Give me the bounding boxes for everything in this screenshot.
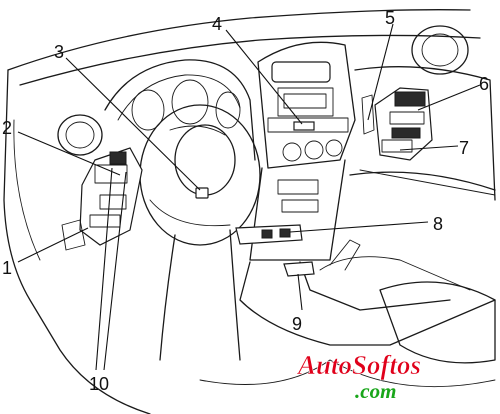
- callout-6: 6: [479, 74, 489, 94]
- callout-5: 5: [385, 8, 395, 28]
- callout-3: 3: [54, 42, 64, 62]
- leader-8: [289, 221, 429, 233]
- callout-8: 8: [433, 214, 443, 234]
- leader-1: [17, 227, 89, 263]
- dashboard-line-art: [3, 9, 496, 414]
- leader-2: [17, 131, 121, 176]
- watermark: AutoSoftos .com: [296, 350, 422, 403]
- callout-10: 10: [89, 374, 109, 394]
- leader-7: [399, 145, 459, 151]
- center-relay: [293, 121, 315, 131]
- leader-5: [367, 23, 394, 121]
- leader-10b: [103, 171, 127, 371]
- callout-numbers: 1 2 3 4 5 6 7 8 9 10: [2, 8, 489, 394]
- callout-9: 9: [292, 314, 302, 334]
- callout-1: 1: [2, 258, 12, 278]
- leader-lines: [17, 23, 481, 371]
- callout-7: 7: [459, 138, 469, 158]
- callout-2: 2: [2, 118, 12, 138]
- leader-9: [297, 273, 303, 311]
- watermark-line2: .com: [355, 379, 396, 403]
- callout-4: 4: [212, 14, 222, 34]
- leader-3: [65, 57, 201, 191]
- leader-10a: [95, 167, 113, 371]
- console-connector: [235, 224, 303, 245]
- watermark-line1: AutoSoftos: [296, 350, 421, 380]
- relay-under-column: [195, 187, 209, 199]
- lower-connector: [283, 261, 315, 277]
- leader-6: [417, 84, 481, 111]
- leader-4: [225, 29, 303, 125]
- right-junction-block: [361, 87, 433, 161]
